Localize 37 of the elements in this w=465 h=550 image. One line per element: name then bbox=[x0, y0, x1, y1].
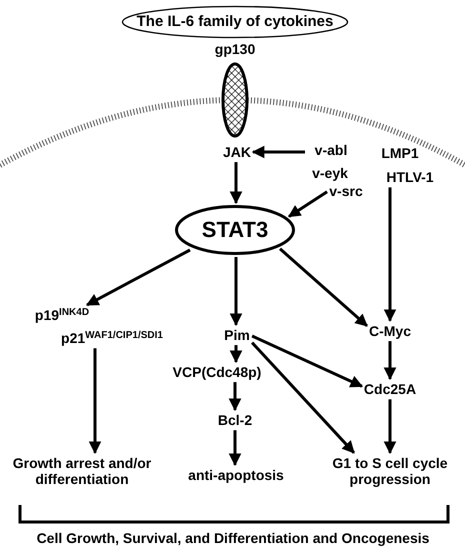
node-label: The IL-6 family of cytokines bbox=[136, 13, 334, 31]
arrow bbox=[230, 162, 242, 204]
node-label: anti-apoptosis bbox=[188, 466, 284, 484]
arrow bbox=[251, 342, 355, 454]
arrow bbox=[251, 334, 364, 388]
arrow bbox=[228, 430, 242, 466]
cytokine-ellipse bbox=[121, 5, 349, 39]
node-label: LMP1 bbox=[381, 144, 419, 162]
node-label: v-eyk bbox=[312, 164, 348, 182]
node-label: C-Myc bbox=[369, 322, 411, 340]
node-label: p19$^{INK4D}$ bbox=[34, 306, 90, 324]
stat3-ellipse bbox=[175, 205, 295, 255]
arrow bbox=[384, 399, 396, 454]
arrow bbox=[230, 345, 242, 364]
node-label: Growth arrest and/or differentiation bbox=[7, 454, 157, 488]
arrow bbox=[384, 187, 396, 322]
node-label: v-abl bbox=[314, 142, 348, 158]
arrow bbox=[288, 190, 328, 218]
arrow bbox=[230, 257, 242, 326]
arrow bbox=[86, 248, 191, 306]
node-label: JAK bbox=[223, 144, 251, 160]
arrow bbox=[384, 341, 396, 380]
node-label: Cdc25A bbox=[364, 380, 416, 398]
node-label: STAT3 bbox=[202, 217, 268, 243]
node-label: Pim bbox=[224, 326, 250, 344]
node-label: v-src bbox=[329, 182, 363, 200]
node-label: p21$^{WAF1/CIP1/SDI1}$ bbox=[61, 330, 163, 346]
node-label: VCP(Cdc48p) bbox=[172, 364, 262, 380]
receptor-label: gp130 bbox=[214, 41, 256, 58]
arrow bbox=[279, 248, 368, 327]
summary-label: Cell Growth, Survival, and Differentiation and Oncogenesis bbox=[36, 530, 430, 546]
node-label: Bcl-2 bbox=[218, 412, 252, 428]
arrow bbox=[228, 382, 242, 412]
arrow bbox=[88, 348, 102, 454]
node-label: G1 to S cell cycle progression bbox=[330, 454, 450, 488]
arrow bbox=[252, 146, 305, 158]
node-label: HTLV-1 bbox=[386, 168, 434, 186]
